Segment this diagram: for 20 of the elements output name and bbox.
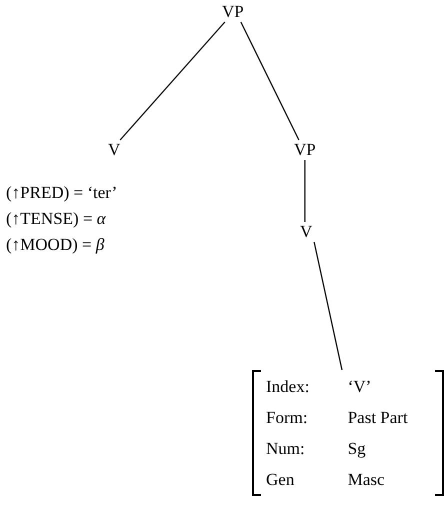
feature-name: Num: bbox=[266, 438, 306, 460]
tree-node-label: V bbox=[108, 140, 120, 160]
feature-value: Masc bbox=[348, 469, 386, 491]
feature-name: Gen bbox=[266, 469, 296, 491]
feature-name: Index: bbox=[266, 376, 310, 398]
tree-node-label: V bbox=[300, 222, 312, 242]
feature-matrix bbox=[252, 370, 444, 496]
feature-value: Sg bbox=[348, 438, 367, 460]
tree-node-label: VP bbox=[222, 2, 244, 22]
tree-branch bbox=[304, 160, 306, 222]
feature-name: Form: bbox=[266, 407, 309, 429]
tree-branch bbox=[314, 242, 343, 370]
tree-node-label: VP bbox=[294, 140, 316, 160]
equation-annotation: (↑TENSE) = α bbox=[6, 208, 107, 230]
tree-branch bbox=[240, 22, 300, 140]
feature-value: Past Part bbox=[348, 407, 409, 429]
equation-annotation: (↑MOOD) = β bbox=[6, 234, 106, 256]
equation-annotation: (↑PRED) = ‘ter’ bbox=[6, 182, 118, 204]
tree-branch bbox=[120, 22, 226, 140]
feature-value: ‘V’ bbox=[348, 376, 372, 398]
